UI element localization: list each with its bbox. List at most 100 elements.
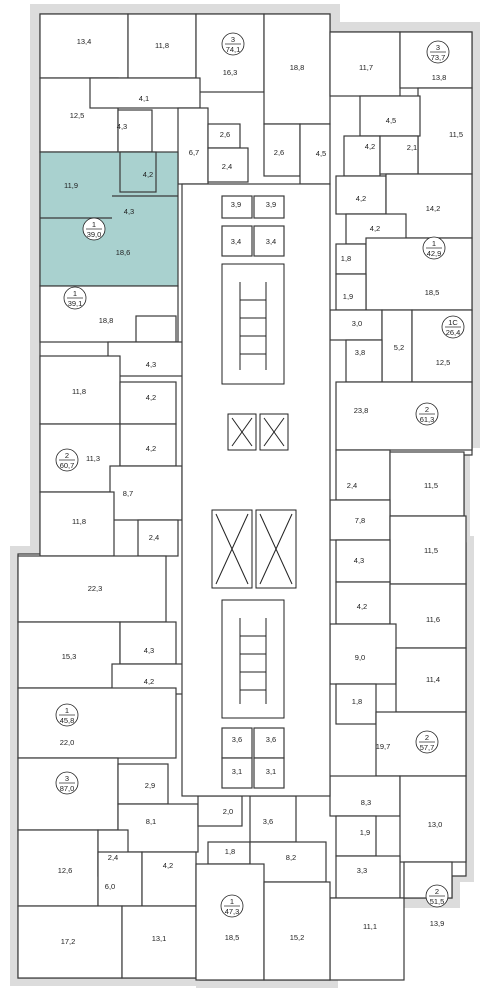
bath-1-9-r[interactable] bbox=[335, 815, 377, 857]
room-area-label: 4,2 bbox=[370, 224, 380, 233]
apartment-total-area: 39,1 bbox=[68, 299, 83, 308]
room-1-8-r[interactable] bbox=[335, 243, 367, 275]
room-area-label: 22,3 bbox=[88, 584, 103, 593]
room-11-1[interactable] bbox=[329, 897, 405, 981]
apartment-marker[interactable]: 251,5 bbox=[425, 884, 449, 908]
hall-8-3[interactable] bbox=[329, 775, 401, 817]
room-11-8-low[interactable] bbox=[39, 491, 115, 557]
room-area-label: 5,2 bbox=[394, 343, 404, 352]
room-11-4[interactable] bbox=[395, 647, 467, 713]
room-2-6-b[interactable] bbox=[263, 123, 301, 177]
room-2-6-a[interactable] bbox=[207, 123, 241, 149]
room-12-6[interactable] bbox=[17, 829, 99, 907]
room-area-label: 3,6 bbox=[232, 735, 242, 744]
room-area-label: 11,1 bbox=[363, 922, 377, 931]
bath-1-8-r[interactable] bbox=[335, 683, 377, 725]
room-12-5-right[interactable] bbox=[411, 309, 473, 383]
apartment-marker[interactable]: 139,0 bbox=[82, 217, 106, 241]
room-18-5-right[interactable] bbox=[365, 237, 473, 311]
apartment-room-count: 1С bbox=[448, 318, 458, 327]
room-area-label: 3,4 bbox=[231, 237, 241, 246]
shaft-3-1-a bbox=[221, 757, 253, 789]
room-area-label: 11,5 bbox=[449, 130, 463, 139]
room-2-0[interactable] bbox=[197, 795, 243, 827]
bath-2-4-r[interactable] bbox=[335, 449, 391, 501]
room-6-0[interactable] bbox=[97, 851, 143, 907]
room-area-label: 18,5 bbox=[225, 933, 240, 942]
room-area-label: 11,8 bbox=[72, 517, 86, 526]
bath-4-3-c[interactable] bbox=[119, 621, 177, 665]
apartment-marker[interactable]: 145,8 bbox=[55, 703, 79, 727]
room-area-label: 18,6 bbox=[116, 248, 131, 257]
bath-2-1[interactable] bbox=[379, 135, 419, 175]
room-area-label: 2,1 bbox=[407, 143, 417, 152]
bath-4-3-b[interactable] bbox=[135, 315, 177, 343]
room-11-3[interactable] bbox=[39, 423, 121, 493]
selected-apartment[interactable] bbox=[39, 151, 179, 287]
room-22-3[interactable] bbox=[17, 555, 167, 623]
room-area-label: 3,0 bbox=[352, 319, 362, 328]
room-17-2[interactable] bbox=[17, 905, 123, 979]
room-13-0[interactable] bbox=[399, 775, 467, 863]
room-area-label: 8,1 bbox=[146, 817, 156, 826]
room-11-8-top[interactable] bbox=[127, 13, 197, 79]
apartment-marker[interactable]: 142,9 bbox=[422, 236, 446, 260]
hall-8-1[interactable] bbox=[117, 803, 199, 853]
bath-4-3-top[interactable] bbox=[117, 109, 153, 153]
room-22-0[interactable] bbox=[17, 687, 177, 759]
room-5-2[interactable] bbox=[381, 309, 413, 383]
apartment-marker[interactable]: 260,7 bbox=[55, 448, 79, 472]
apartment-marker[interactable]: 257,7 bbox=[415, 730, 439, 754]
shaft-3-1-b bbox=[253, 757, 285, 789]
room-13-4[interactable] bbox=[39, 13, 129, 79]
room-11-7[interactable] bbox=[329, 31, 401, 97]
apartment-total-area: 73,7 bbox=[431, 53, 446, 62]
room-1-9-r[interactable] bbox=[335, 273, 367, 311]
room-6-7[interactable] bbox=[177, 107, 209, 185]
apartment-marker[interactable]: 261,3 bbox=[415, 402, 439, 426]
apartment-marker[interactable]: 374,1 bbox=[221, 32, 245, 56]
bath-4-2-r2[interactable] bbox=[335, 175, 387, 215]
room-11-6[interactable] bbox=[389, 583, 467, 649]
room-area-label: 8,7 bbox=[123, 489, 133, 498]
room-18-5-bottom[interactable] bbox=[195, 863, 265, 981]
room-area-label: 15,2 bbox=[290, 933, 305, 942]
apartment-marker[interactable]: 373,7 bbox=[426, 40, 450, 64]
apartment-marker[interactable]: 387,0 bbox=[55, 771, 79, 795]
bath-4-2-selected[interactable] bbox=[119, 151, 157, 193]
staircase-lower bbox=[221, 599, 285, 719]
elevator-large-a bbox=[211, 509, 253, 589]
hall-4-1[interactable] bbox=[89, 77, 201, 109]
bath-3-8[interactable] bbox=[345, 339, 383, 383]
bath-4-2-c[interactable] bbox=[119, 423, 177, 467]
room-3-3[interactable] bbox=[335, 855, 401, 899]
apartment-marker[interactable]: 147,3 bbox=[220, 894, 244, 918]
room-23-8[interactable] bbox=[335, 381, 473, 451]
room-15-2[interactable] bbox=[263, 881, 331, 981]
bath-4-3-r[interactable] bbox=[335, 539, 391, 583]
elevator-small-a bbox=[227, 413, 257, 451]
hall-8-7[interactable] bbox=[109, 465, 183, 521]
room-11-8-mid[interactable] bbox=[39, 355, 121, 425]
apartment-marker[interactable]: 139,1 bbox=[63, 286, 87, 310]
bath-2-9[interactable] bbox=[117, 763, 169, 805]
room-area-label: 3,8 bbox=[355, 348, 365, 357]
staircase-upper bbox=[221, 263, 285, 385]
bath-4-2-b[interactable] bbox=[119, 381, 177, 425]
room-2-4-a[interactable] bbox=[207, 147, 249, 183]
bath-4-2-r3[interactable] bbox=[335, 581, 391, 625]
room-area-label: 13,9 bbox=[430, 919, 445, 928]
room-area-label: 4,3 bbox=[146, 360, 156, 369]
room-area-label: 11,5 bbox=[424, 481, 438, 490]
bath-4-2-d[interactable] bbox=[141, 851, 197, 907]
room-area-label: 4,3 bbox=[117, 122, 127, 131]
room-11-5-top[interactable] bbox=[417, 87, 473, 175]
room-11-5-r2[interactable] bbox=[389, 451, 465, 517]
elevator-small-b bbox=[259, 413, 289, 451]
room-18-8-top[interactable] bbox=[263, 13, 331, 125]
room-15-3[interactable] bbox=[17, 621, 121, 689]
room-area-label: 18,5 bbox=[425, 288, 440, 297]
hall-4-3[interactable] bbox=[107, 341, 189, 377]
